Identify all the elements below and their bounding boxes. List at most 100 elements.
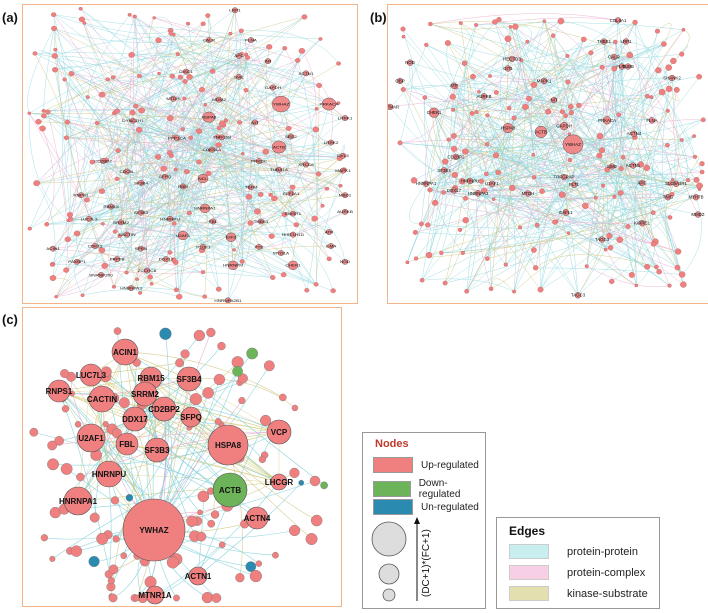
edge [135,10,236,107]
edge [120,222,282,254]
edge [52,136,175,279]
edge [603,173,697,186]
edge [129,14,307,165]
node-sf3b3 [440,167,448,174]
edge [173,98,185,290]
edge [36,122,240,184]
edge [150,377,263,460]
node-chek1 [287,260,299,270]
minor-node [245,193,253,200]
edge [441,185,700,254]
legend-item-up: Up-regulated [373,457,479,473]
node-u2af1 [488,180,496,187]
edge [464,63,529,99]
node-label-u2af1: U2AF1 [78,434,104,443]
edge [80,8,210,151]
pc-swatch [509,565,549,580]
node-label-snrnp200: SNRNP200 [89,273,113,278]
node-label-tubb: TUBB [622,64,634,69]
node-hspa8 [202,111,216,123]
node-vcp [266,419,292,445]
edge [454,148,629,227]
minor-node [643,164,650,171]
minor-node [217,341,226,351]
node-tcof1 [199,244,207,250]
edge [613,53,682,59]
edge [477,177,697,194]
minor-node [607,245,614,251]
edge [540,131,579,296]
edge [427,87,457,225]
edge [528,41,616,99]
minor-node [441,190,446,195]
minor-node [186,74,193,80]
node-gapdh [269,84,277,91]
minor-node [155,37,162,44]
minor-node [154,154,162,160]
edge [459,91,663,231]
edge [110,104,206,207]
edge [585,70,659,206]
edge [657,22,672,45]
node-apc [235,52,243,59]
edge [169,218,272,237]
edge [471,113,529,194]
node-ddx17 [122,406,148,432]
edge [453,20,562,86]
minor-node [176,293,183,300]
node-hspa8 [207,424,249,466]
minor-node [293,222,300,228]
arrow-head [414,517,420,524]
edge [102,160,258,212]
edge [53,28,184,236]
node-label-mmdz: MMDZ [691,212,705,217]
node-spen [137,245,145,252]
node-label-cd2bp2: CD2BP2 [148,405,180,414]
node-ywhaz [271,95,291,113]
edge [620,180,673,200]
minor-node [112,535,120,543]
minor-node [255,560,263,567]
edge [603,41,670,286]
edge [202,169,345,251]
edge [119,123,223,236]
edge [177,53,346,196]
edge [540,22,636,290]
edge [425,54,630,184]
node-label-dvl3: DVL3 [337,153,349,158]
minor-node [39,125,46,132]
node-nod [406,59,414,66]
node-zcchc8 [143,267,151,274]
node-label-hnrnpa3: HNRNPA3 [468,191,489,196]
node-label-hnrnpa3: HNRNPA3 [120,286,142,291]
minor-node [254,208,261,215]
node-ppp1ca [173,135,181,142]
edge-item-pc: protein-complex [509,565,645,580]
node-luc7l3 [79,363,103,387]
edge [124,351,283,398]
minor-node [484,142,490,147]
minor-node [51,12,57,17]
minor-node [44,222,50,227]
edge [28,113,69,221]
minor-node [127,13,132,17]
node-label-hspa8: HSPA8 [215,441,242,450]
edge [70,144,219,220]
minor-node [692,134,697,138]
node-hspa8 [502,122,514,134]
minor-node [582,202,589,209]
minor-node [88,555,100,568]
minor-node [298,48,306,54]
edge [446,42,477,113]
minor-node [101,262,109,269]
edges-legend-title: Edges [509,524,546,538]
panel-a-label: (a) [2,10,18,25]
edge-layer [389,13,704,296]
edge [70,376,110,475]
node-label-ncl: NCL [198,176,208,181]
edge [513,135,601,292]
edge [466,43,665,292]
edge [586,66,623,267]
node-label-tagc3: TAGC3 [571,293,586,298]
panel-c-label: (c) [2,312,18,327]
